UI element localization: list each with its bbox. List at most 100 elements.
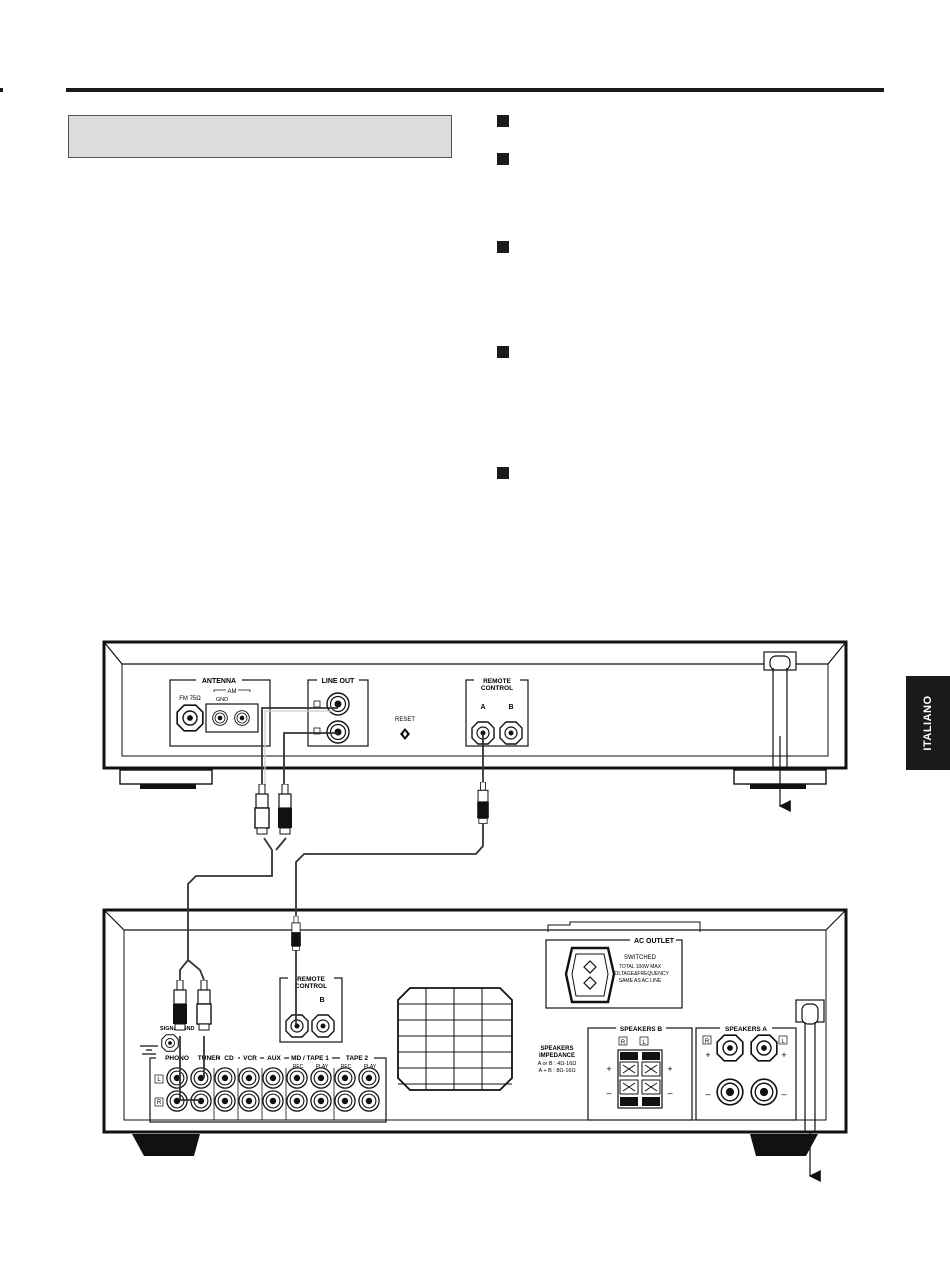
aux-l-jack[interactable] (262, 1067, 284, 1089)
speakers-b-minus-right: – (667, 1088, 672, 1098)
input-label-md-tape1: MD / TAPE 1 (291, 1055, 329, 1062)
speakers-b-plus-left: + (606, 1064, 611, 1074)
speaker-a-r-minus-terminal[interactable] (716, 1078, 744, 1106)
language-tab: ITALIANO (906, 676, 950, 770)
bullet-4 (497, 346, 509, 358)
ac-outlet-label: AC OUTLET (634, 938, 675, 945)
tuner-remote-b-label: B (508, 704, 513, 711)
remote-cable (295, 734, 484, 1024)
amp-remote-label-1: REMOTE (297, 976, 325, 983)
speakers-a-label: SPEAKERS A (725, 1026, 767, 1033)
speakers-b-panel: SPEAKERS B R L + + – – (587, 1024, 693, 1121)
corner-mark (0, 88, 3, 92)
amp-remote-label-2: CONTROL (295, 983, 327, 990)
bullet-2 (497, 153, 509, 165)
ac-outlet-socket[interactable] (564, 946, 616, 1004)
tuner-remote-a-label: A (480, 704, 485, 711)
tuner-r-jack[interactable] (190, 1090, 212, 1112)
speakers-b-l: L (642, 1040, 646, 1046)
am-label: AM (228, 689, 237, 695)
line-out-label: LINE OUT (322, 678, 355, 685)
speakers-impedance-1: SPEAKERS (540, 1046, 573, 1052)
speakers-b-label: SPEAKERS B (620, 1026, 663, 1033)
speakers-a-plus-left: + (705, 1050, 710, 1060)
tuner-remote-panel: REMOTE CONTROL A B (465, 676, 529, 747)
ac-spec-2: VOLTAGE&FREQUENCY (611, 971, 669, 977)
input-label-tuner: TUNER (198, 1055, 221, 1062)
tape2-play-r-jack[interactable] (358, 1090, 380, 1112)
speaker-a-l-plus-terminal[interactable] (750, 1034, 778, 1062)
tape2-rec-l-jack[interactable] (334, 1067, 356, 1089)
tape1-rec-l-jack[interactable] (286, 1067, 308, 1089)
ac-spec-3: SAME AS AC LINE (619, 978, 662, 984)
speakers-b-plus-right: + (667, 1064, 672, 1074)
line-out-l-jack[interactable] (326, 692, 350, 716)
audio-cable-lr (179, 707, 338, 1101)
channel-l-label: L (157, 1077, 161, 1083)
rec-label-tape2: REC (341, 1064, 352, 1070)
vcr-r-jack[interactable] (238, 1090, 260, 1112)
cable-plug-r (277, 784, 293, 835)
speakers-b-terminal-block[interactable] (617, 1049, 663, 1109)
tape1-play-l-jack[interactable] (310, 1067, 332, 1089)
bullet-5 (497, 467, 509, 479)
speakers-impedance-3: A or B : 4Ω-16Ω (538, 1061, 577, 1067)
vcr-l-jack[interactable] (238, 1067, 260, 1089)
tuner-remote-label-2: CONTROL (481, 685, 513, 692)
speakers-a-panel: SPEAKERS A R L + + – – (695, 1024, 797, 1121)
speakers-a-minus-left: – (705, 1089, 710, 1099)
signal-gnd-terminal[interactable] (161, 1034, 179, 1052)
amp-remote-a-jack[interactable] (285, 1014, 309, 1038)
amp-remote-b-jack[interactable] (311, 1014, 335, 1038)
speaker-a-r-plus-terminal[interactable] (716, 1034, 744, 1062)
speakers-a-r: R (705, 1039, 710, 1045)
antenna-label: ANTENNA (202, 678, 236, 685)
tuner-remote-b-jack[interactable] (499, 721, 523, 745)
input-panel: L R PHONO TUNER CD VCR AUX MD / TAPE 1 T… (149, 1053, 387, 1123)
line-out-panel: LINE OUT (307, 676, 369, 747)
aux-r-jack[interactable] (262, 1090, 284, 1112)
section-heading-box (68, 115, 452, 158)
tape2-play-l-jack[interactable] (358, 1067, 380, 1089)
tuner-l-jack[interactable] (190, 1067, 212, 1089)
fm-label: FM 75Ω (179, 696, 201, 702)
rec-label-tape1: REC (293, 1064, 304, 1070)
phono-l-jack[interactable] (166, 1067, 188, 1089)
vent-grille (397, 987, 513, 1091)
tape1-rec-r-jack[interactable] (286, 1090, 308, 1112)
cd-r-jack[interactable] (214, 1090, 236, 1112)
antenna-panel: ANTENNA FM 75Ω AM GND (169, 676, 271, 747)
cd-l-jack[interactable] (214, 1067, 236, 1089)
input-label-phono: PHONO (165, 1055, 189, 1062)
line-out-r-jack[interactable] (326, 720, 350, 744)
tape2-rec-r-jack[interactable] (334, 1090, 356, 1112)
bullet-1 (497, 115, 509, 127)
input-label-aux: AUX (267, 1055, 281, 1062)
amplifier-power-cord (795, 999, 825, 1182)
ac-outlet-panel: AC OUTLET SWITCHED TOTAL 100W MAX VOLTAG… (545, 921, 701, 1009)
fm-antenna-jack[interactable] (176, 704, 204, 732)
speakers-a-plus-right: + (781, 1050, 786, 1060)
speakers-a-l: L (781, 1039, 785, 1045)
input-label-cd: CD (224, 1055, 234, 1062)
speakers-a-minus-right: – (781, 1089, 786, 1099)
speaker-a-l-minus-terminal[interactable] (750, 1078, 778, 1106)
am-gnd-terminal[interactable] (212, 710, 228, 726)
am-antenna-terminal[interactable] (234, 710, 250, 726)
play-label-tape1: PLAY (316, 1064, 329, 1070)
tuner-remote-label-1: REMOTE (483, 678, 511, 685)
speakers-impedance-2: IMPEDANCE (539, 1053, 575, 1059)
gnd-label: GND (216, 697, 228, 703)
input-label-tape2: TAPE 2 (346, 1055, 369, 1062)
tuner-power-cord (763, 651, 797, 812)
top-rule (66, 88, 884, 92)
bullet-3 (497, 241, 509, 253)
reset-label: RESET (395, 717, 415, 723)
cable-plug-l (254, 784, 270, 835)
ground-icon (140, 1045, 158, 1055)
phono-r-jack[interactable] (166, 1090, 188, 1112)
tape1-play-r-jack[interactable] (310, 1090, 332, 1112)
speakers-b-minus-left: – (606, 1088, 611, 1098)
channel-r-label: R (157, 1100, 162, 1106)
